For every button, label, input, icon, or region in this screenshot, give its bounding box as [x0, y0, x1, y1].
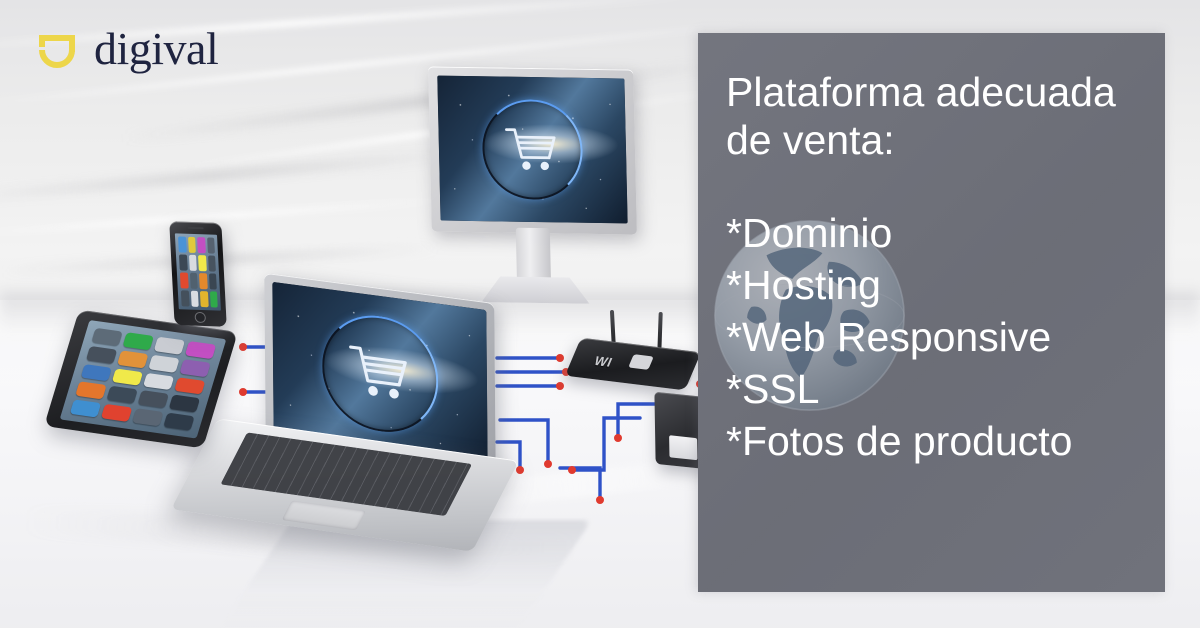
app-icon [179, 358, 211, 377]
app-icon [106, 386, 138, 404]
app-icon [208, 273, 217, 290]
wifi-router: WI [564, 309, 702, 400]
laptop-trackpad [281, 500, 367, 531]
drive-shutter [669, 435, 698, 461]
smartphone [169, 221, 227, 327]
laptop [170, 272, 593, 628]
phone-home-button [194, 311, 207, 324]
app-icon [178, 254, 188, 271]
app-icon [197, 237, 206, 254]
app-icon [137, 390, 169, 409]
brand-name: digival [94, 23, 219, 74]
app-icon [199, 291, 209, 308]
list-item: *Dominio [726, 210, 893, 257]
app-icon [188, 254, 197, 271]
app-icon [178, 236, 187, 253]
feature-list: *Dominio *Hosting *Web Responsive *SSL *… [726, 208, 1141, 467]
app-icon [111, 368, 144, 387]
app-icon [117, 350, 149, 369]
app-icon [122, 332, 154, 351]
monitor-stand-neck [515, 227, 552, 285]
list-item: *SSL [726, 365, 820, 412]
app-icon [179, 272, 189, 289]
list-item: *Hosting [726, 261, 881, 308]
monitor-screen [437, 75, 628, 224]
app-icon [207, 255, 216, 272]
laptop-lid [264, 272, 496, 476]
brand-logo[interactable]: digival [34, 23, 219, 74]
app-icon [80, 363, 112, 382]
app-icon [190, 290, 199, 307]
app-icon [209, 291, 218, 308]
desktop-monitor [428, 66, 637, 234]
app-icon [75, 381, 107, 400]
app-icon [142, 372, 175, 391]
shopping-cart-badge [321, 308, 439, 439]
list-item: *Web Responsive [726, 313, 1052, 360]
laptop-screen [272, 281, 488, 466]
app-icon [85, 345, 118, 364]
app-icon [153, 336, 186, 355]
app-icon [184, 341, 217, 359]
app-icon [163, 412, 195, 431]
app-icon [187, 236, 196, 253]
tablet [44, 309, 238, 449]
app-icon [189, 272, 198, 289]
shopping-cart-icon [505, 128, 556, 171]
app-icon [91, 327, 123, 346]
info-panel: Plataforma adecuada de venta: *Dominio *… [698, 33, 1165, 592]
app-icon [198, 255, 207, 272]
panel-title: Plataforma adecuada de venta: [726, 69, 1116, 163]
shopping-cart-badge [480, 98, 585, 201]
tablet-screen [59, 320, 227, 439]
phone-screen [174, 233, 221, 311]
app-icon [198, 273, 208, 290]
app-icon [174, 376, 206, 395]
app-icon [148, 354, 180, 373]
app-icon [206, 237, 215, 254]
app-icon [132, 408, 164, 427]
app-icon [180, 290, 190, 307]
phone-speaker [187, 226, 204, 230]
list-item: *Fotos de producto [726, 417, 1073, 464]
digival-bracket-smile-mark-icon [39, 35, 75, 68]
shopping-cart-icon [348, 345, 407, 399]
app-icon [100, 403, 133, 422]
app-icon [168, 394, 201, 413]
app-icon [69, 399, 102, 418]
